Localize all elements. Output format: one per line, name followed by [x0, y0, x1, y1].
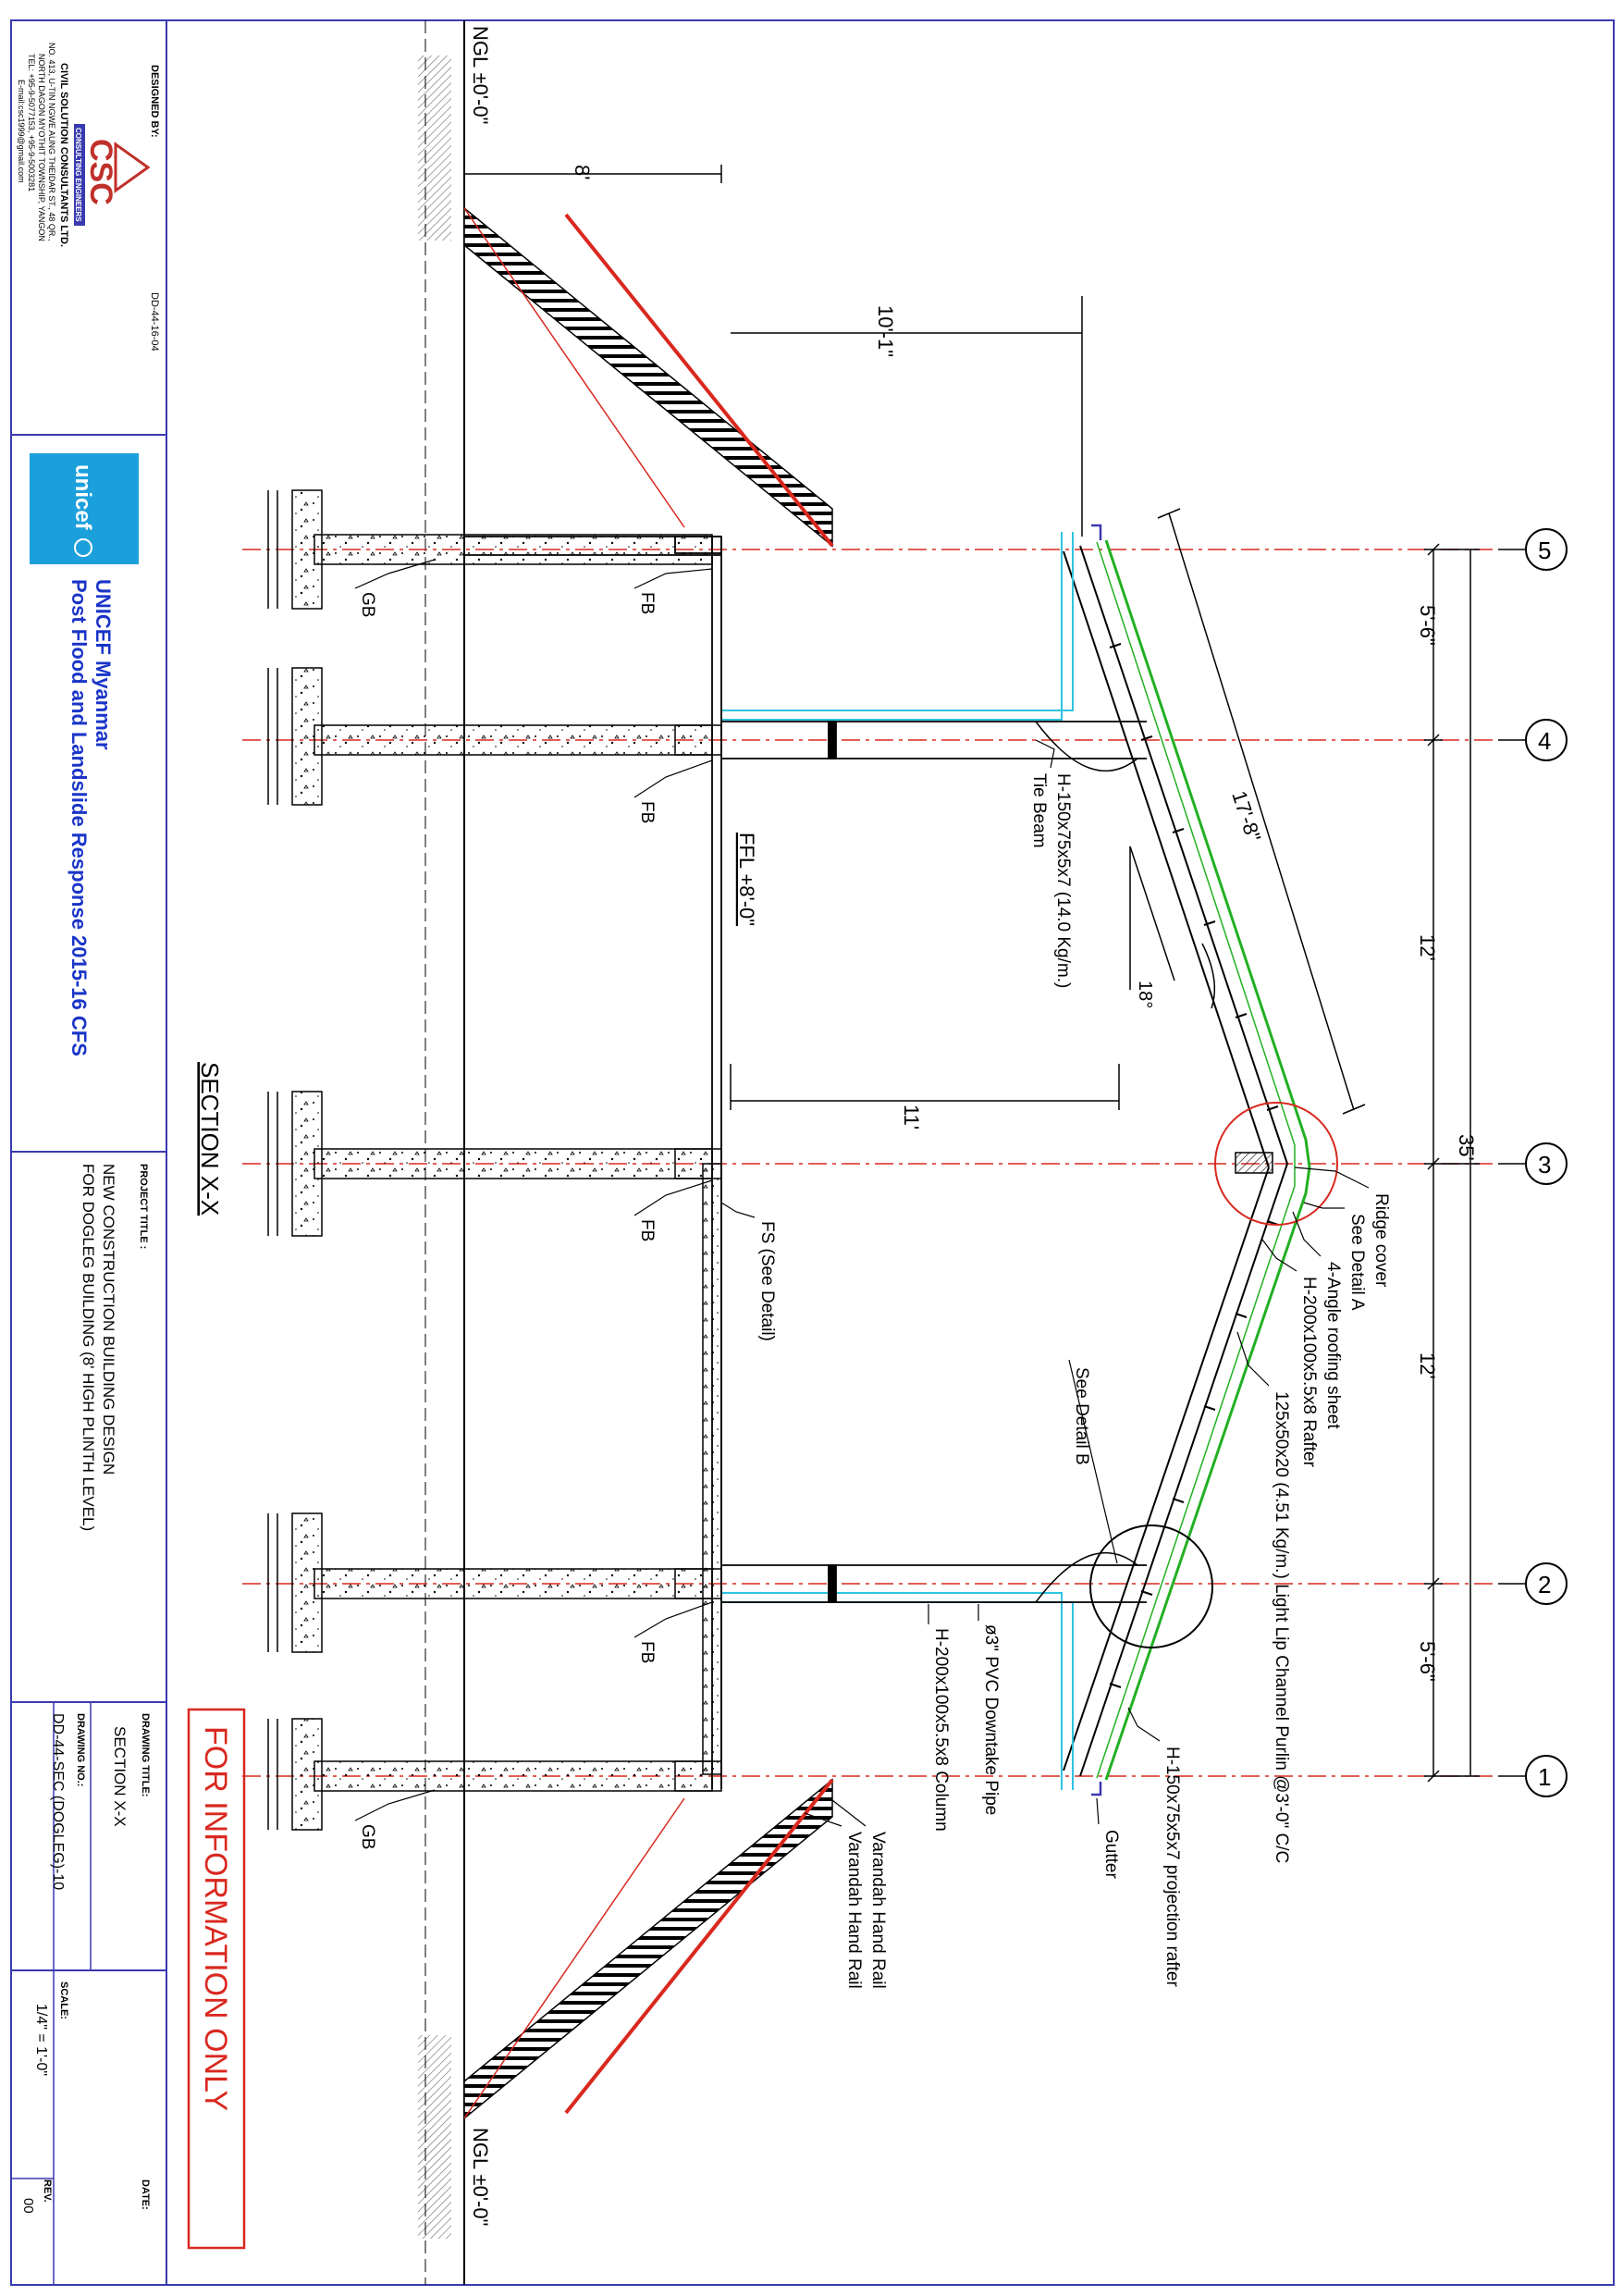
gutters: [1091, 524, 1102, 1796]
label-hand-rail-2: Varandah Hand Rail: [844, 1832, 864, 1989]
svg-text:1: 1: [1538, 1763, 1551, 1791]
company-phone: TEL: +95-9-5077153, +95-9-5003281: [27, 54, 36, 191]
project-title-label: PROJECT TITLE :: [138, 1164, 149, 1249]
label-fb-3: FB: [637, 1219, 657, 1241]
sheet-border: [10, 19, 1615, 2286]
date-label: DATE:: [140, 2179, 151, 2210]
label-purlin: 125x50x20 (4.51 Kg/m.) Light Lip Channel…: [1272, 1391, 1291, 1863]
grid-bubble-2: 2: [1498, 1562, 1568, 1605]
label-fb-1: FB: [637, 592, 657, 614]
dim-bay-2: 12': [1416, 934, 1439, 961]
project-title-1: NEW CONSTRUCTION BUILDING DESIGN: [100, 1164, 117, 1475]
dim-bay-4: 5'-6": [1416, 1641, 1439, 1682]
grid-bubble-5: 5: [1498, 528, 1568, 571]
dim-slope: 18°: [1135, 981, 1155, 1008]
floor-slab: [702, 1163, 722, 1775]
grid-bubble-3: 3: [1498, 1142, 1568, 1185]
title-block: DESIGNED BY: DD-44-16-04 CSC CONSULTING …: [10, 19, 167, 2286]
rafter-length-dim: [1157, 508, 1366, 1115]
label-projection-rafter: H-150x75x5x7 projection rafter: [1162, 1747, 1182, 1987]
dim-rafter-length: 17'-8": [1227, 788, 1265, 845]
rc-columns: [314, 534, 722, 1792]
downtake-pipes: [721, 532, 1074, 1790]
roofing-sheet: [1104, 539, 1311, 1781]
label-tie-beam-1: H-150x75x5x7 (14.0 Kg/m.): [1053, 773, 1073, 988]
detail-b-circle: [1089, 1524, 1213, 1648]
label-hand-rail-1: Varandah Hand Rail: [868, 1832, 888, 1989]
company-address-1: NO. 413, U-TIN NGWE AUNG THEIDAR ST., 48…: [47, 43, 56, 241]
steel-columns: [721, 721, 1147, 1603]
label-gb-1: GB: [358, 592, 377, 617]
company-email: E-mail:csc1999@gmail.com: [17, 80, 26, 183]
client-name: UNICEF Myanmar: [92, 579, 115, 750]
dim-offset: 10'-1": [874, 305, 897, 357]
scale-label: SCALE:: [58, 1981, 69, 2019]
doc-ref: DD-44-16-04: [149, 292, 160, 352]
label-downtake: ø3" PVC Downtake Pipe: [981, 1624, 1001, 1815]
svg-text:FOR INFORMATION ONLY: FOR INFORMATION ONLY: [198, 1726, 233, 2111]
rafter-right: [1079, 1163, 1288, 1777]
detail-a-circle: [1214, 1102, 1338, 1226]
dim-stair-top: 8': [571, 165, 594, 179]
csc-logo: CSC CONSULTING ENGINEERS: [74, 124, 151, 226]
dim-overall: 35': [1455, 1134, 1478, 1161]
rev-label: REV.: [42, 2179, 53, 2203]
footings: [267, 489, 323, 1831]
svg-text:CSC: CSC: [83, 139, 118, 205]
roof: [1063, 539, 1311, 1781]
label-ridge-cover: Ridge cover: [1371, 1193, 1391, 1288]
svg-text:CONSULTING ENGINEERS: CONSULTING ENGINEERS: [74, 128, 82, 222]
client-project: Post Flood and Landslide Response 2015-1…: [68, 579, 91, 1056]
label-roofing-sheet: 4-Angle roofing sheet: [1323, 1262, 1343, 1429]
svg-text:4: 4: [1538, 727, 1551, 755]
label-fb-4: FB: [637, 1641, 657, 1663]
grid-bubble-4: 4: [1498, 719, 1568, 761]
level-ffl: FFL +8'-0": [735, 833, 758, 926]
dim-span: 11': [900, 1105, 923, 1129]
svg-text:2: 2: [1538, 1571, 1551, 1599]
scale-value: 1/4" = 1'-0": [33, 2004, 49, 2076]
rev-value: 00: [20, 2198, 36, 2214]
company-name: CIVIL SOLUTION CONSULTANTS LTD.: [58, 63, 69, 247]
label-rafter: H-200x100x5.5x8 Rafter: [1299, 1277, 1319, 1468]
stair-left: [463, 206, 834, 548]
rafter-left: [1079, 545, 1288, 1165]
for-information-stamp: FOR INFORMATION ONLY: [187, 1708, 246, 2250]
leader-lines: [354, 559, 1370, 1827]
drawing-no-label: DRAWING NO.:: [75, 1713, 86, 1786]
dim-bay-1: 5'-6": [1416, 605, 1439, 646]
label-fb-2: FB: [637, 801, 657, 823]
drawing-title: SECTION X-X: [111, 1726, 129, 1827]
label-column: H-200x100x5.5x8 Column: [931, 1628, 951, 1832]
level-ngl-left: NGL ±0'-0": [469, 26, 492, 124]
slope-indicator: [1129, 846, 1216, 1009]
unicef-logo: unicef: [30, 453, 139, 564]
drawing-no: DD-44-SEC (DOGLEG)-10: [50, 1713, 66, 1890]
level-ngl-right: NGL ±0'-0": [469, 2128, 492, 2226]
dim-bay-3: 12': [1416, 1352, 1439, 1379]
label-gutter: Gutter: [1101, 1830, 1121, 1879]
designed-by-label: DESIGNED BY:: [149, 65, 160, 138]
label-gb-2: GB: [358, 1824, 377, 1849]
grid-bubbles: 5 4 3 2 1: [1498, 528, 1568, 1797]
svg-text:unicef: unicef: [70, 464, 95, 531]
label-fs: FS (See Detail): [757, 1221, 777, 1341]
label-see-detail-a: See Detail A: [1347, 1214, 1367, 1311]
label-tie-beam-2: Tie Beam: [1029, 773, 1049, 848]
stair-right: [463, 1778, 834, 2120]
section-title: SECTION X-X: [196, 1062, 224, 1216]
grid-bubble-1: 1: [1498, 1755, 1568, 1797]
project-title-2: FOR DOGLEG BUILDING (8' HIGH PLINTH LEVE…: [80, 1164, 97, 1531]
stair-dimension: [463, 165, 1120, 1110]
drawing-title-label: DRAWING TITLE:: [140, 1713, 151, 1796]
dimension-lines: [1424, 543, 1480, 1783]
svg-text:5: 5: [1538, 537, 1551, 564]
svg-text:3: 3: [1538, 1151, 1551, 1179]
company-address-2: NORTH DAGON MYOTHIT TOWNSHIP, YANGON: [37, 54, 46, 241]
ngl-ground-line: [418, 20, 465, 2285]
